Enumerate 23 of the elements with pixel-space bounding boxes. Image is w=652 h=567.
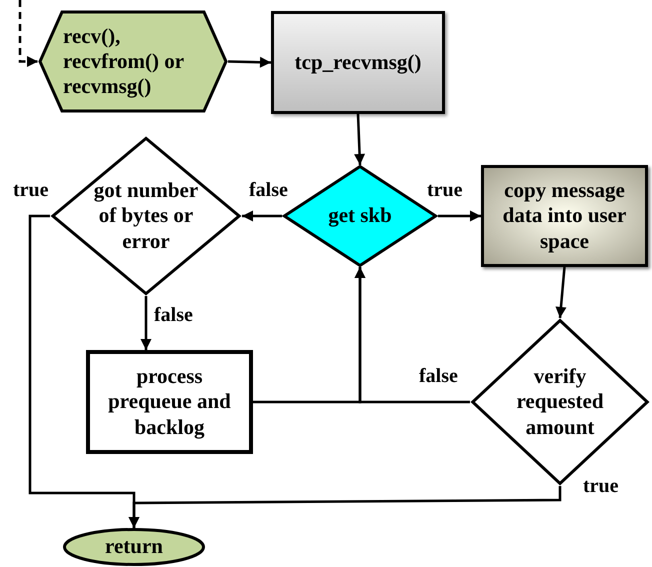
arrow <box>18 0 38 67</box>
start-hexagon <box>38 10 228 113</box>
arrow <box>438 210 481 222</box>
arrow <box>354 267 470 404</box>
arrow <box>556 266 566 318</box>
node-text: return <box>105 534 163 560</box>
node-text: got number of bytes or error <box>92 178 200 254</box>
arrow <box>228 56 272 68</box>
node-text: recv(), recvfrom() or recvmsg() <box>63 24 185 100</box>
process-box <box>481 165 648 267</box>
process-box <box>86 350 253 454</box>
arrow <box>128 486 562 528</box>
terminal-ellipse <box>63 528 205 566</box>
node-text: process prequeue and backlog <box>107 364 232 440</box>
node-text: tcp_recvmsg() <box>294 50 422 76</box>
node-text: verify requested amount <box>515 364 605 440</box>
arrow <box>140 296 152 350</box>
arrow <box>242 210 282 222</box>
node-text: copy message data into user space <box>502 178 628 254</box>
decision-diamond <box>50 136 242 296</box>
node-text: get skb <box>328 203 392 229</box>
process-box <box>271 11 445 114</box>
arrow <box>354 114 366 166</box>
